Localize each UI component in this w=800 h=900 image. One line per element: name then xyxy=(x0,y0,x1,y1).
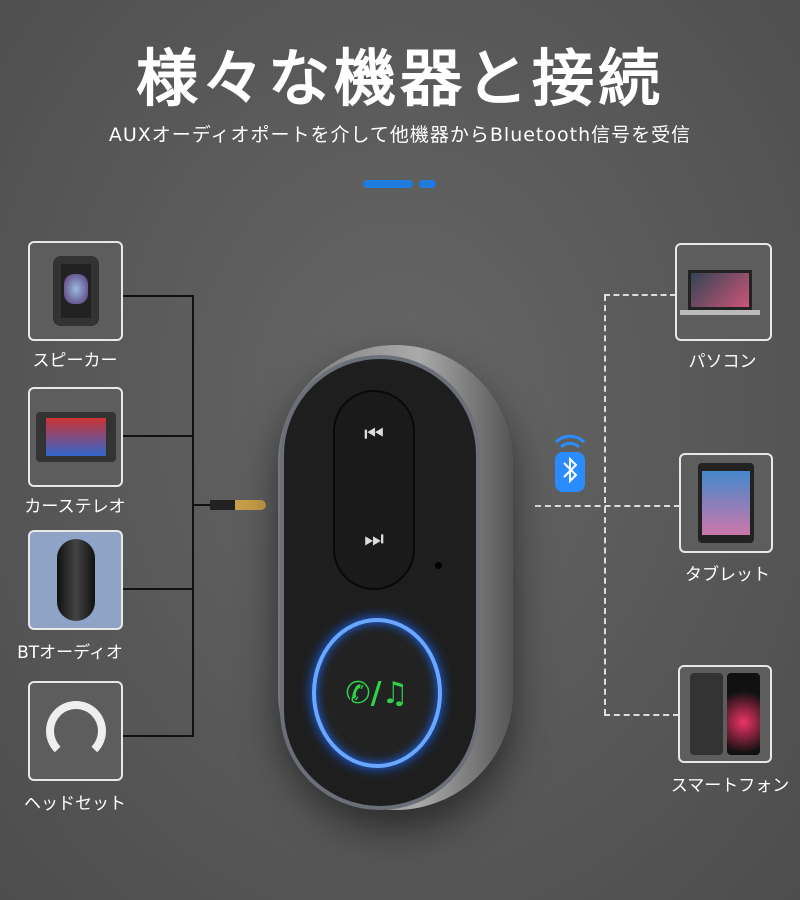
smartphone-icon xyxy=(690,673,760,755)
mic-hole xyxy=(435,562,442,569)
device-label: BTオーディオ xyxy=(17,643,123,663)
call-music-button: ✆/♫ xyxy=(312,618,442,768)
headset-icon xyxy=(45,701,106,761)
aux-jack-icon xyxy=(210,500,266,510)
device-label: スピーカー xyxy=(32,351,118,371)
accent-bar xyxy=(363,180,413,188)
wire xyxy=(122,735,194,737)
wireless-line xyxy=(535,505,680,507)
wire xyxy=(122,295,194,297)
device-label: スマートフォン xyxy=(670,776,790,796)
laptop-icon xyxy=(679,269,760,315)
car-stereo-box xyxy=(28,387,123,487)
wire xyxy=(192,504,212,506)
device-label: パソコン xyxy=(688,352,757,372)
previous-track-icon: ⏮ xyxy=(364,422,384,447)
phone-music-icon: ✆/♫ xyxy=(345,675,409,711)
bt-audio-box xyxy=(28,530,123,630)
wire xyxy=(122,435,194,437)
bt-audio-icon xyxy=(56,539,95,621)
next-track-icon: ⏭ xyxy=(364,527,384,552)
track-buttons: ⏮ ⏭ xyxy=(333,390,415,590)
wireless-line xyxy=(604,714,679,716)
device-label: カーステレオ xyxy=(24,497,126,517)
wireless-line xyxy=(604,294,676,296)
speaker-box xyxy=(28,241,123,341)
tablet-icon xyxy=(698,463,754,543)
subtitle: AUXオーディオポートを介して他機器からBluetooth信号を受信 xyxy=(108,124,692,146)
speaker-icon xyxy=(52,256,99,326)
wire xyxy=(192,295,194,737)
smartphone-box xyxy=(678,665,772,763)
device-label: タブレット xyxy=(685,565,770,585)
device-label: ヘッドセット xyxy=(24,794,126,814)
tablet-box xyxy=(679,453,773,553)
bluetooth-icon xyxy=(550,428,590,494)
headset-box xyxy=(28,681,123,781)
wire xyxy=(122,588,194,590)
car-stereo-icon xyxy=(35,412,116,462)
page-title: 様々な機器と接続 xyxy=(135,42,664,115)
accent-dot xyxy=(419,180,436,188)
laptop-box xyxy=(675,243,772,341)
